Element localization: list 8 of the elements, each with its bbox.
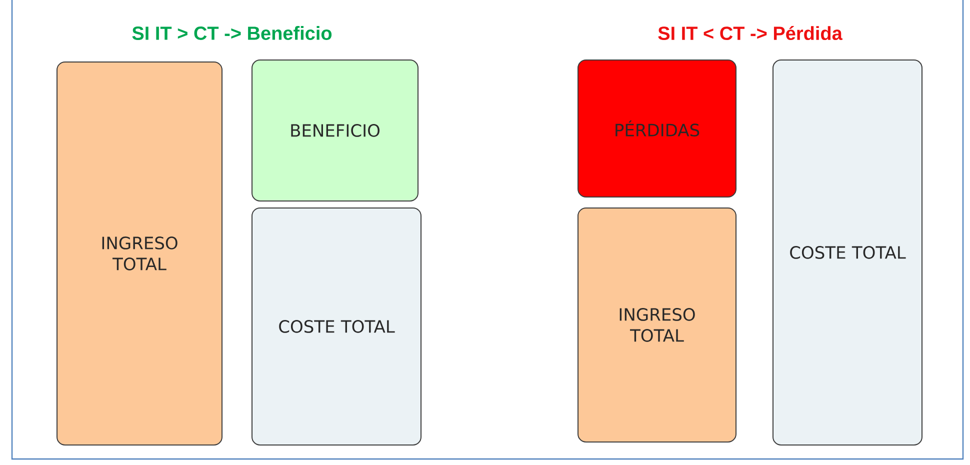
bar-block: INGRESO TOTAL (56, 62, 222, 446)
bar-block: BENEFICIO (252, 60, 418, 202)
bar-block: COSTE TOTAL (772, 60, 922, 446)
heading: SI IT < CT -> Pérdida (658, 26, 842, 40)
bar-block: INGRESO TOTAL (578, 208, 736, 442)
bar-block: PÉRDIDAS (578, 60, 736, 198)
bar-block: COSTE TOTAL (252, 208, 422, 446)
heading: SI IT > CT -> Beneficio (132, 26, 332, 40)
